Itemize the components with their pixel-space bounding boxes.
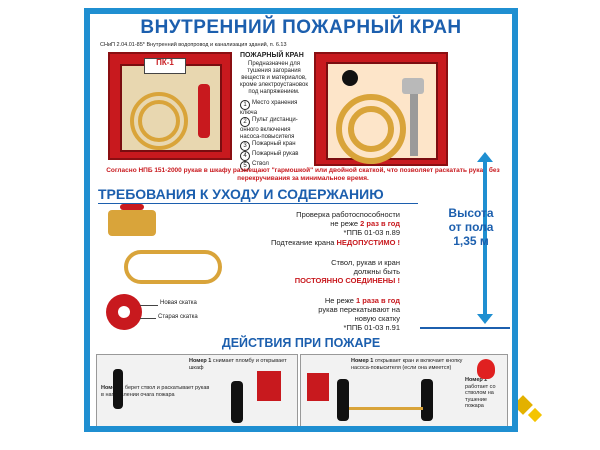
action2-top-text: Номер 1 открывает кран и включает кнопку… xyxy=(351,358,463,371)
valve-icon xyxy=(402,78,424,94)
fire-hydrant-poster: ВНУТРЕННИЙ ПОЖАРНЫЙ КРАН СНиП 2.04.01-85… xyxy=(84,8,518,432)
poster-inner: ВНУТРЕННИЙ ПОЖАРНЫЙ КРАН СНиП 2.04.01-85… xyxy=(90,14,512,426)
old-roll-label: Старая скатка xyxy=(158,314,198,320)
action2-right-text: Номер 2 работает со стволом на тушение п… xyxy=(465,377,496,409)
valve-handle-icon xyxy=(120,204,144,210)
requirements-heading: ТРЕБОВАНИЯ К УХОДУ И СОДЕРЖАНИЮ xyxy=(98,186,384,202)
cabinet-icon xyxy=(257,371,281,401)
height-arrow-up-icon xyxy=(477,152,493,162)
legend: ПОЖАРНЫЙ КРАН Предназначен для тушения з… xyxy=(240,52,308,171)
action-panel-1: Номер 1 снимает пломбу и открывает шкаф … xyxy=(96,354,298,426)
hose-coil-icon xyxy=(336,94,406,164)
pipe-icon xyxy=(410,94,418,156)
firefighter-1-icon xyxy=(113,369,123,409)
cabinet-icon xyxy=(307,373,329,401)
action1-top-text: Номер 1 снимает пломбу и открывает шкаф xyxy=(189,358,287,371)
requirement-leak: Подтекание крана НЕДОПУСТИМО ! xyxy=(270,238,400,247)
legend-heading: ПОЖАРНЫЙ КРАН xyxy=(240,52,304,59)
fire-extinguisher-icon xyxy=(198,84,210,138)
alarm-button-icon xyxy=(342,70,358,86)
fire-icon xyxy=(477,359,495,379)
cabinet-label: ПК-1 xyxy=(144,58,186,74)
heading-underline xyxy=(98,203,418,204)
requirement-reroll: Не реже 1 раза в год рукав перекатывают … xyxy=(318,296,400,332)
valve-illustration xyxy=(108,210,156,236)
height-indicator-line xyxy=(483,160,487,316)
decorative-diamond xyxy=(527,407,543,423)
firefighter-2-icon xyxy=(231,381,243,423)
actions-heading: ДЕЙСТВИЯ ПРИ ПОЖАРЕ xyxy=(221,336,381,350)
cabinet-window xyxy=(326,62,438,164)
requirement-check: Проверка работоспособности не реже 2 раз… xyxy=(296,210,400,237)
action1-bottom-text: Номер 2 берет ствол и раскатывает рукав … xyxy=(101,385,210,398)
floor-line xyxy=(420,327,510,329)
hose-roll-illustration xyxy=(124,250,222,284)
placement-note: Согласно НПБ 151-2000 рукав в шкафу разм… xyxy=(106,167,500,182)
fire-cabinet-illustration: ПК-1 xyxy=(108,52,232,160)
hose-cabinet-illustration xyxy=(314,52,448,166)
requirement-connected: Ствол, рукав и кран должны быть ПОСТОЯНН… xyxy=(294,258,400,285)
hose-line xyxy=(349,407,423,410)
firefighter-2-icon xyxy=(421,379,433,421)
poster-subtitle: СНиП 2.04.01-85* Внутренний водопровод и… xyxy=(100,42,287,48)
hose-coil-icon xyxy=(130,92,188,150)
firefighter-1-icon xyxy=(337,379,349,421)
legend-lead: Предназначен для тушения загорания вещес… xyxy=(240,61,308,95)
poster-title: ВНУТРЕННИЙ ПОЖАРНЫЙ КРАН xyxy=(140,17,462,38)
action-panel-2: Номер 1 открывает кран и включает кнопку… xyxy=(300,354,508,426)
cabinet-window xyxy=(120,64,222,152)
height-arrow-down-icon xyxy=(477,314,493,324)
new-roll-label: Новая скатка xyxy=(160,300,197,306)
height-label: Высота от пола 1,35 м xyxy=(448,206,494,248)
